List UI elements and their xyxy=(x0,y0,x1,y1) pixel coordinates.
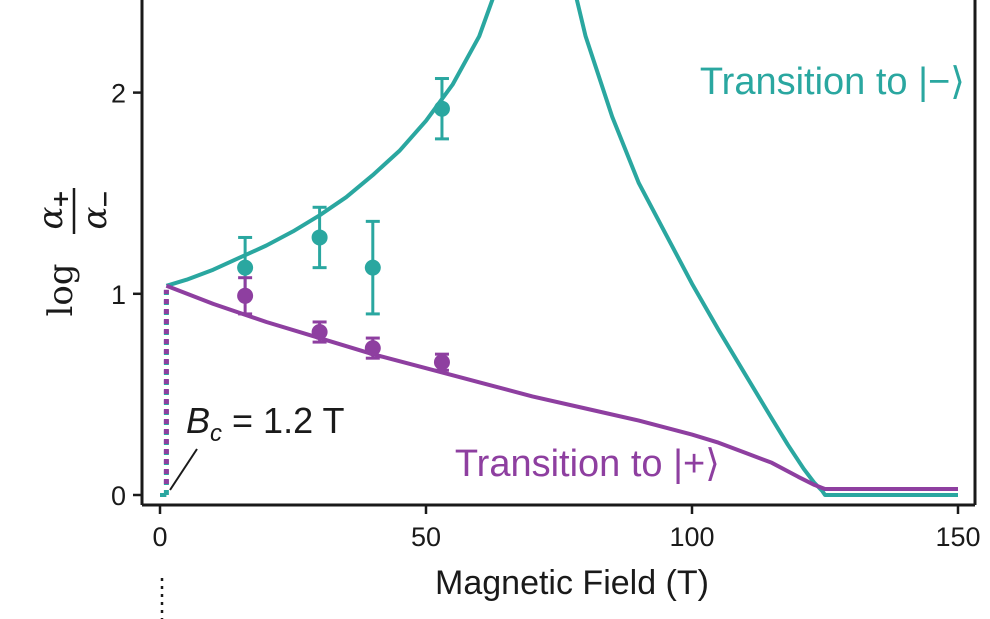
x-tick-label: 150 xyxy=(935,522,980,552)
series-label-plus: Transition to |+⟩ xyxy=(455,443,720,485)
bc-value: = 1.2 T xyxy=(222,400,344,441)
y-axis-title-numerator-sub: + xyxy=(48,190,74,208)
y-tick-label: 1 xyxy=(111,280,126,310)
data-point-minus xyxy=(311,229,328,246)
y-axis-title-prefix: log xyxy=(41,263,81,316)
data-point-plus xyxy=(237,287,254,304)
series-label-minus: Transition to |−⟩ xyxy=(700,61,965,103)
data-point-minus xyxy=(364,259,381,276)
data-point-minus xyxy=(433,100,450,117)
x-axis-title: Magnetic Field (T) xyxy=(435,564,709,602)
x-tick-label: 50 xyxy=(411,522,441,552)
y-tick-label: 2 xyxy=(111,79,126,109)
data-point-plus xyxy=(433,354,450,371)
x-tick-label: 0 xyxy=(152,522,167,552)
series-line-minus xyxy=(165,0,958,497)
bc-pointer-line xyxy=(169,448,198,491)
y-axis-title: log α + α − xyxy=(31,188,118,317)
y-axis-title-denominator: α xyxy=(75,206,115,229)
ticks: 0 50 100 150 0 1 2 xyxy=(111,79,981,552)
plot-area xyxy=(160,0,958,497)
data-point-plus xyxy=(311,324,328,341)
y-tick-label: 0 xyxy=(111,481,126,511)
bc-symbol: B xyxy=(186,400,210,441)
x-tick-label: 100 xyxy=(669,522,714,552)
data-point-plus xyxy=(364,340,381,357)
bc-annotation: Bc = 1.2 T xyxy=(169,400,344,491)
y-axis-title-numerator: α xyxy=(31,206,71,229)
bc-annotation-text: Bc = 1.2 T xyxy=(186,400,344,447)
data-point-minus xyxy=(237,259,254,276)
y-axis-title-denominator-sub: − xyxy=(92,190,118,208)
bc-subscript: c xyxy=(210,420,222,447)
